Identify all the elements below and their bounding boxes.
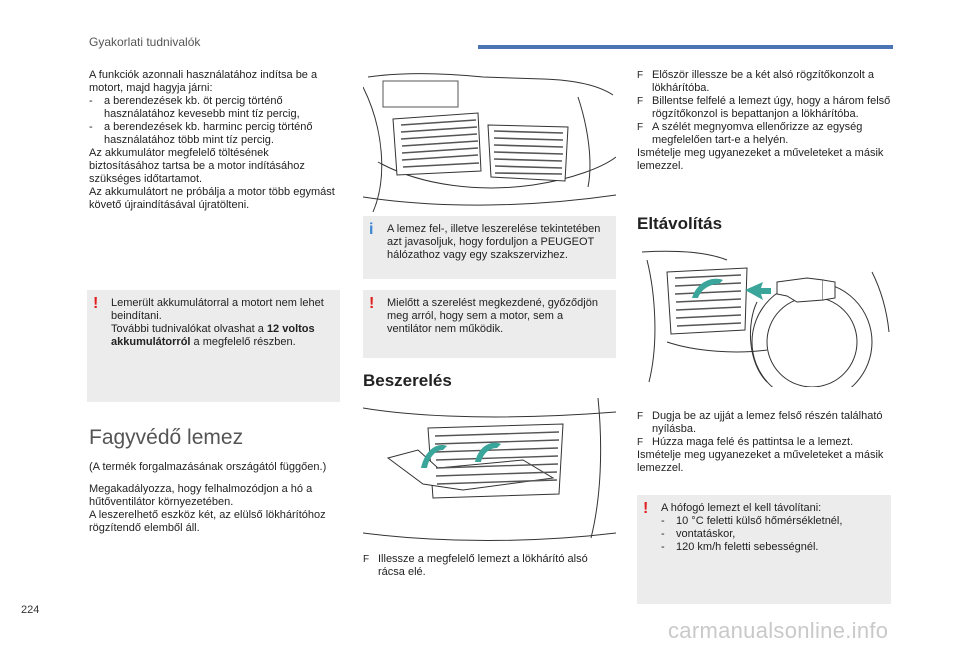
list-item: -10 °C feletti külső hőmérsékletnél, <box>661 515 843 527</box>
list-item: -a berendezések kb. harminc percig törté… <box>89 121 313 146</box>
warning-text: Mielőtt a szerelést megkezdené, győződjö… <box>387 297 598 335</box>
paragraph: Az akkumulátort ne próbálja a motor több… <box>89 186 335 211</box>
paragraph: Ismételje meg ugyanezeket a műveleteket … <box>637 147 884 172</box>
install-title: Beszerelés <box>363 371 452 390</box>
warning-box-battery: ! Lemerült akkumulátorral a motort nem l… <box>87 290 340 402</box>
list-item: -vontatáskor, <box>661 528 736 540</box>
grille-illustration <box>362 73 617 213</box>
remove-title: Eltávolítás <box>637 214 723 233</box>
warning-icon: ! <box>93 295 99 312</box>
list-item: -a berendezések kb. öt percig történő ha… <box>89 95 300 120</box>
remove-illustration <box>641 250 890 403</box>
illustration-install <box>362 397 617 546</box>
warning-icon: ! <box>369 295 375 312</box>
intro-text: A funkciók azonnali használatához indíts… <box>89 69 318 94</box>
warning-box-removal: ! A hófogó lemezt el kell távolítani: -1… <box>637 495 891 604</box>
paragraph: (A termék forgalmazásának országától füg… <box>89 461 327 473</box>
list-item: -120 km/h feletti sebességnél. <box>661 541 819 553</box>
paragraph: Az akkumulátor megfelelő töltésének bizt… <box>89 147 305 185</box>
warning-text: További tudnivalókat olvashat a 12 volto… <box>111 323 315 348</box>
warning-text: A hófogó lemezt el kell távolítani: <box>661 502 822 514</box>
paragraph: A leszerelhető eszköz két, az elülső lök… <box>89 509 326 534</box>
header-title: Gyakorlati tudnivalók <box>89 35 201 49</box>
col1-text: A funkciók azonnali használatához indíts… <box>89 69 339 212</box>
watermark: carmanualsonline.info <box>668 618 889 643</box>
illustration-grille <box>362 67 617 213</box>
warning-box-engine: ! Mielőtt a szerelést megkezdené, győződ… <box>363 290 616 358</box>
page-number: 224 <box>21 604 40 616</box>
info-icon: i <box>369 221 374 238</box>
install-illustration <box>362 397 617 541</box>
info-box: i A lemez fel-, illetve leszerelése teki… <box>363 216 616 279</box>
paragraph: Megakadályozza, hogy felhalmozódjon a hó… <box>89 483 313 508</box>
warning-icon: ! <box>643 500 649 517</box>
section-text: (A termék forgalmazásának országától füg… <box>89 461 339 535</box>
illustration-remove <box>637 242 892 403</box>
section-title: Fagyvédő lemez <box>89 426 244 449</box>
paragraph: Ismételje meg ugyanezeket a műveleteket … <box>637 449 884 474</box>
warning-text: Lemerült akkumulátorral a motort nem leh… <box>111 297 324 322</box>
header-bar <box>478 45 893 49</box>
info-text: A lemez fel-, illetve leszerelése tekint… <box>387 223 601 261</box>
